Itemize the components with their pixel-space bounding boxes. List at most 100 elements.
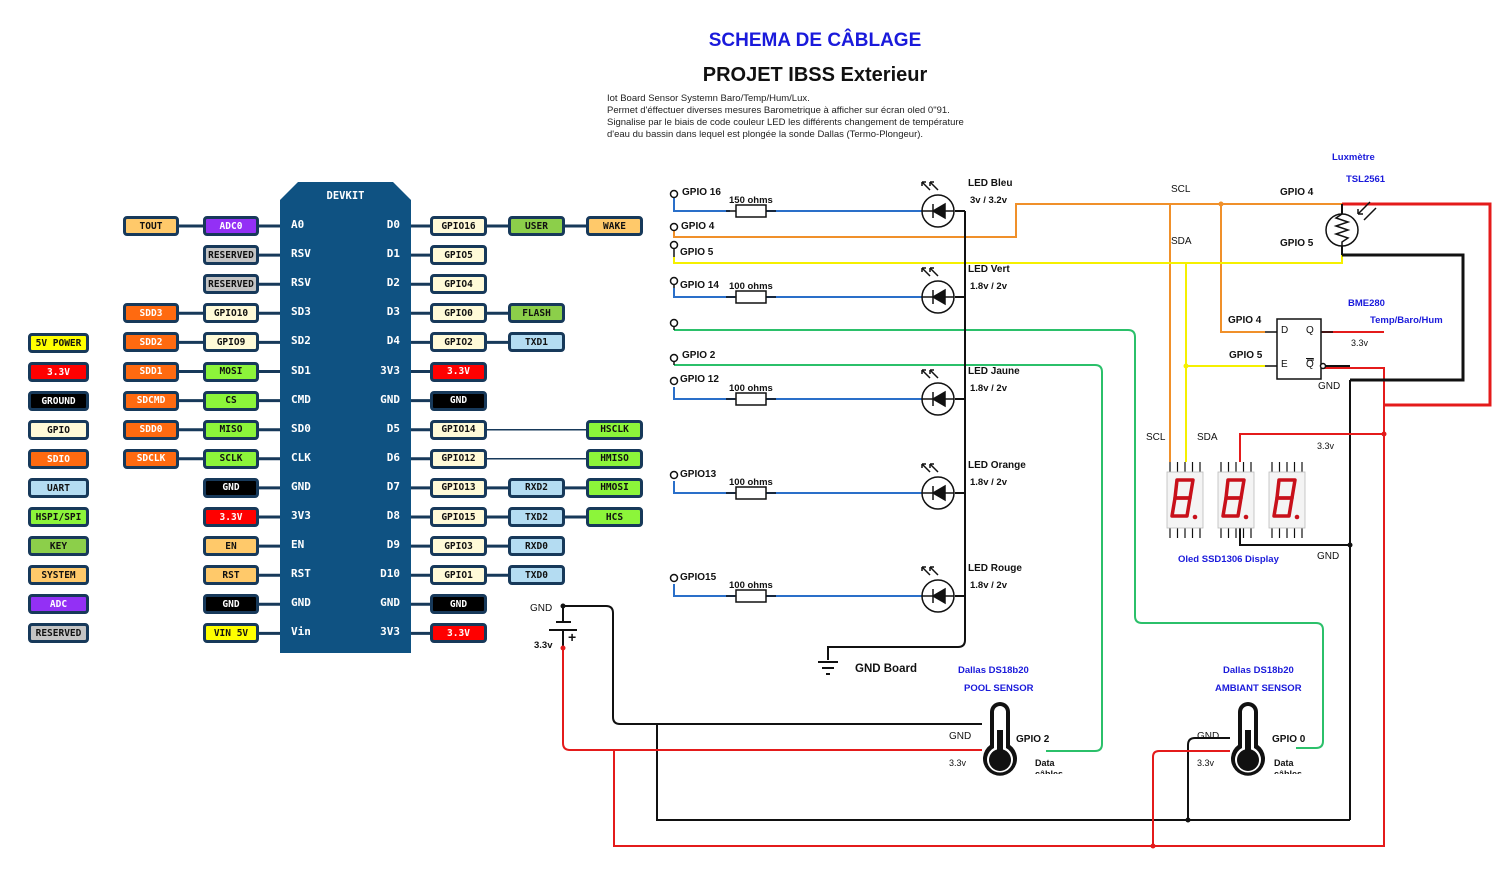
diagram-title: SCHEMA DE CÂBLAGE xyxy=(708,30,922,51)
devkit-pin-right-d7: D7 xyxy=(386,479,400,493)
led-gpio-label: GPIO 14 xyxy=(680,280,719,291)
led-name-label: LED Jaune xyxy=(968,366,1020,377)
pool-sensor-data: Data xyxy=(1035,758,1055,768)
devkit-pin-right-d0: D0 xyxy=(386,218,400,231)
pin-tag-vin-5v: VIN 5V xyxy=(203,623,259,644)
bme280-pin-q: Q xyxy=(1306,325,1314,336)
wire-ground-bus xyxy=(656,724,1350,821)
led-voltage-label: 1.8v / 2v xyxy=(970,281,1007,292)
led-voltage-label: 1.8v / 2v xyxy=(970,477,1007,488)
legend-item-reserved: RESERVED xyxy=(28,623,89,643)
devkit-pin-right-d10: D10 xyxy=(380,567,400,581)
description-line: d'eau du bassin dans lequel est plongée … xyxy=(607,129,924,140)
bme280-pin-d: D xyxy=(1281,325,1289,336)
wire-gpio14 xyxy=(673,288,925,298)
pin-tag-reserved: RESERVED xyxy=(203,245,259,266)
bme280-vcc-label: 3.3v xyxy=(1351,338,1369,348)
pin-tag-user: USER xyxy=(508,216,565,236)
ambient-sensor-data: Data xyxy=(1274,758,1294,768)
pin-tag-en: EN xyxy=(203,536,259,557)
legend-item-sdio: SDIO xyxy=(28,449,89,469)
pin-tag-hmosi: HMOSI xyxy=(586,477,643,498)
devkit-pin-left-rsv: RSV xyxy=(291,247,311,261)
oled-sda-label: SDA xyxy=(1197,432,1218,443)
devkit-pin-right-3v3: 3V3 xyxy=(380,625,400,639)
bme280-gnd-label: GND xyxy=(1318,381,1341,392)
battery-vcc-label: 3.3v xyxy=(534,640,553,651)
pin-tag-wake: WAKE xyxy=(586,216,643,236)
pin-tag-3-3v: 3.3V xyxy=(430,623,487,644)
pin-tag-gpio4: GPIO4 xyxy=(430,274,487,295)
oled-vcc-label: 3.3v xyxy=(1317,441,1335,451)
pin-tag-sdclk: SDCLK xyxy=(123,448,179,469)
pin-tag-gpio9: GPIO9 xyxy=(203,332,259,353)
battery-gnd-label: GND xyxy=(530,603,553,614)
bme280-e-gpio-label: GPIO 5 xyxy=(1229,350,1263,361)
pin-tag-gpio3: GPIO3 xyxy=(430,536,487,557)
bme280-title: BME280 xyxy=(1348,298,1385,309)
devkit-pin-right-d6: D6 xyxy=(386,450,400,464)
bme280-pin-e: E xyxy=(1281,359,1288,370)
terminal-gpio2-label: GPIO 2 xyxy=(682,350,716,361)
resistor-value-label: 150 ohms xyxy=(729,195,773,206)
ambient-sensor-vcc: 3.3v xyxy=(1197,758,1215,768)
pin-tag-sdcmd: SDCMD xyxy=(123,390,179,411)
ambient-sensor-cables: câbles xyxy=(1274,769,1303,774)
led-wires xyxy=(673,198,1343,752)
led-voltage-label: 1.8v / 2v xyxy=(970,383,1007,394)
photoresistor-symbol xyxy=(1325,201,1377,247)
legend-item-ground: GROUND xyxy=(28,391,89,411)
wire-oled-gnd xyxy=(1239,528,1350,546)
project-description: Iot Board Sensor Systemn Baro/Temp/Hum/L… xyxy=(607,93,964,141)
seven-segment-digit xyxy=(1217,462,1255,538)
pool-sensor-cables: câbles xyxy=(1035,769,1064,774)
pool-sensor-gpio: GPIO 2 xyxy=(1016,734,1050,745)
pin-tag-sdd1: SDD1 xyxy=(123,361,179,382)
pool-sensor-gnd: GND xyxy=(949,731,972,742)
oled-scl-label: SCL xyxy=(1146,432,1166,443)
description-line: Permet d'éffectuer diverses mesures Baro… xyxy=(607,105,950,116)
devkit-pin-left-gnd: GND xyxy=(291,479,311,493)
oled-display-label: Oled SSD1306 Display xyxy=(1178,554,1279,565)
devkit-pin-right-d4: D4 xyxy=(386,334,400,348)
led-gpio-label: GPIO15 xyxy=(680,572,717,583)
gpio-terminals xyxy=(669,189,679,583)
pin-tag-rxd0: RXD0 xyxy=(508,536,565,557)
devkit-pin-left-en: EN xyxy=(291,538,305,552)
oled-gnd-label: GND xyxy=(1317,551,1340,562)
pin-tag-reserved: RESERVED xyxy=(203,274,259,295)
resistor-100 xyxy=(735,486,767,500)
devkit-pin-left-sd1: SD1 xyxy=(291,363,311,377)
pin-tag-tout: TOUT xyxy=(123,216,179,236)
description-line: Signalise par le biais de code couleur L… xyxy=(607,117,964,128)
legend-item-5v-power: 5V POWER xyxy=(28,333,89,353)
pin-tag-gpio2: GPIO2 xyxy=(430,332,487,353)
pin-tag-sdd0: SDD0 xyxy=(123,419,179,440)
seven-segment-digit xyxy=(1268,462,1306,538)
pin-tag-gpio1: GPIO1 xyxy=(430,565,487,586)
legend-item-3-3v: 3.3V xyxy=(28,362,89,382)
devkit-pin-left-rsv: RSV xyxy=(291,276,311,290)
led-name-label: LED Orange xyxy=(968,460,1026,471)
pin-tag-txd2: TXD2 xyxy=(508,507,565,527)
ambient-sensor-gnd: GND xyxy=(1197,731,1220,742)
devkit-pin-left-sd3: SD3 xyxy=(291,305,311,319)
thermometer-icon xyxy=(1231,702,1266,776)
pin-tag-sclk: SCLK xyxy=(203,448,259,469)
led-voltage-label: 1.8v / 2v xyxy=(970,580,1007,591)
devkit-pin-left-clk: CLK xyxy=(291,450,311,464)
wire-battery-gnd xyxy=(563,605,982,725)
devkit-pin-left-vin: Vin xyxy=(291,625,311,639)
pin-tag-adc0: ADC0 xyxy=(203,216,259,236)
resistor-value-label: 100 ohms xyxy=(729,383,773,394)
pin-tag-gpio5: GPIO5 xyxy=(430,245,487,266)
bme280-chip xyxy=(1265,318,1333,380)
led-symbols xyxy=(921,181,955,613)
ambient-sensor-gpio: GPIO 0 xyxy=(1272,734,1306,745)
pin-tag-gnd: GND xyxy=(203,594,259,615)
pool-sensor-subtitle: POOL SENSOR xyxy=(964,683,1034,694)
thermometers xyxy=(983,702,1266,776)
resistor-value-label: 100 ohms xyxy=(729,580,773,591)
led-gpio-label: GPIO 12 xyxy=(680,374,719,385)
luxmeter-title: Luxmètre xyxy=(1332,152,1375,163)
